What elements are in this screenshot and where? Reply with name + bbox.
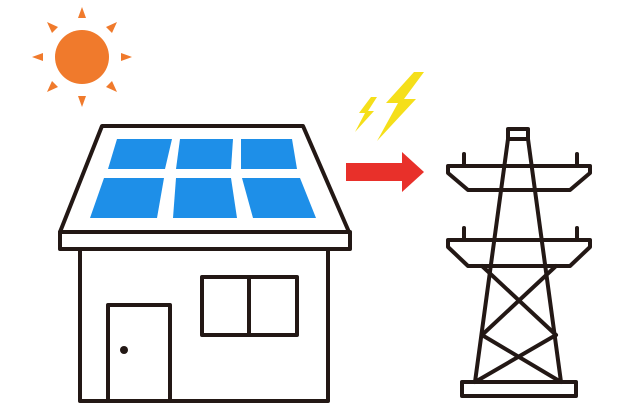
tower-brace [480,264,558,337]
tower-base [460,380,578,398]
tower-leg [473,137,510,384]
tower-crossarm [446,164,592,192]
sun-ray [121,53,132,61]
lightning-bolt-small [355,97,377,132]
transmission-tower-icon [446,127,592,398]
solar-panel-icon [90,139,316,218]
solar-cell [90,178,164,218]
lightning-bolt-large [377,72,424,141]
sun-disc [55,30,109,84]
sun-ray [106,22,117,33]
door-knob [120,346,128,354]
solar-cell [242,178,316,218]
solar-cell [173,178,237,218]
sun-ray [47,22,58,33]
sun-ray [47,81,58,92]
lightning-bolt-icon [355,72,424,141]
sun-ray [32,53,43,61]
tower-crossarm [446,238,592,268]
sun-ray [78,7,86,18]
sun-ray [78,96,86,107]
door [106,303,172,403]
arrow-shape [346,152,424,192]
tower-brace [480,333,563,384]
sun-ray [106,81,117,92]
solar-cell [108,139,172,169]
tower-peak [506,127,530,141]
tower-leg [526,137,563,384]
tower-brace [473,333,558,384]
solar-cell [176,139,233,169]
solar-cell [241,139,297,169]
eave [58,230,352,251]
arrow-right-icon [346,152,424,192]
sun-icon [32,7,132,107]
